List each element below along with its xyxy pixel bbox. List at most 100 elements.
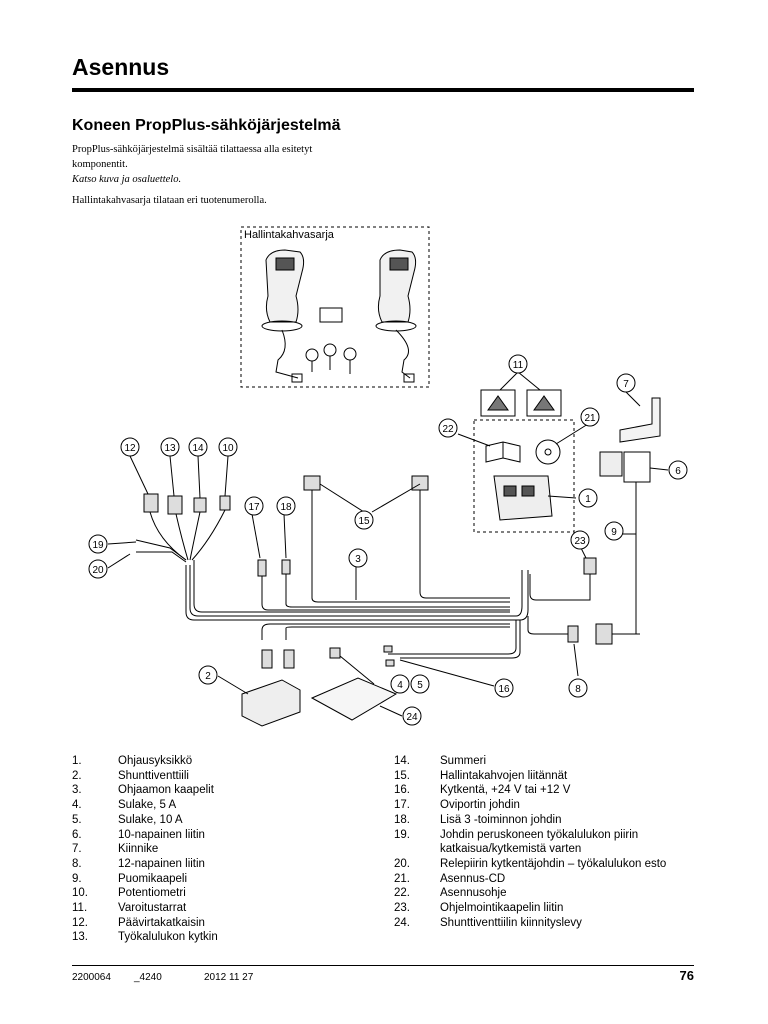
- section-title: Asennus: [72, 54, 170, 80]
- list-item: 8.12-napainen liitin: [72, 857, 205, 870]
- list-item: 17.Oviportin johdin: [394, 799, 520, 812]
- harness-main: [185, 565, 529, 621]
- intro-line-1: PropPlus-sähköjärjestelmä sisältää tilat…: [72, 144, 313, 155]
- list-item: 20.Relepiirin kytkentäjohdin – työkalulu…: [394, 857, 667, 870]
- svg-text:16: 16: [498, 684, 510, 695]
- callout-8: 8: [568, 678, 588, 698]
- callout-9: 9: [604, 521, 624, 541]
- control-unit: [493, 475, 553, 521]
- svg-text:23: 23: [574, 536, 586, 547]
- list-item: 6.10-napainen liitin: [72, 828, 205, 841]
- decal-1: [480, 389, 516, 417]
- footer-rule: [72, 965, 694, 966]
- svg-text:11: 11: [513, 360, 524, 371]
- svg-text:17: 17: [248, 502, 260, 513]
- list-item: 24.Shunttiventtiilin kiinnityslevy: [394, 916, 582, 929]
- callout-17: 17: [244, 496, 264, 516]
- joystick-right: [375, 249, 417, 383]
- svg-text:5: 5: [417, 680, 423, 691]
- callout-11: 11: [508, 354, 528, 374]
- control-kit-box: [473, 419, 575, 533]
- list-item: 13.Työkalulukon kytkin: [72, 931, 218, 944]
- list-item: 12.Päävirtakatkaisin: [72, 916, 205, 929]
- callout-4: 4: [390, 674, 410, 694]
- callout-1: 1: [578, 488, 598, 508]
- shunt-valve: [241, 679, 301, 727]
- svg-text:14: 14: [192, 443, 204, 454]
- callout-13: 13: [160, 437, 180, 457]
- list-item: 18.Lisä 3 -toiminnon johdin: [394, 813, 562, 826]
- page-number: 76: [679, 968, 694, 983]
- list-item: 11.Varoitustarrat: [72, 902, 187, 915]
- footer-date: 2012 11 27: [204, 972, 254, 983]
- callout-16: 16: [494, 678, 514, 698]
- joystick-left: [261, 249, 305, 383]
- svg-text:21: 21: [584, 413, 596, 424]
- callout-10: 10: [218, 437, 238, 457]
- svg-text:13: 13: [164, 443, 176, 454]
- list-item: 22.Asennusohje: [394, 887, 507, 900]
- svg-text:24: 24: [406, 712, 418, 723]
- joystick-connector-left: [303, 475, 321, 491]
- intro-line-2: komponentit.: [72, 159, 128, 170]
- callout-19: 19: [88, 534, 108, 554]
- kit-label: Hallintakahvasarja: [244, 229, 335, 241]
- bracket: [619, 397, 661, 443]
- svg-text:19: 19: [92, 540, 104, 551]
- wiring-diagram: Hallintakahvasarja 11 7 22 21 6 1 9 23 1…: [88, 226, 688, 727]
- title-rule: [72, 88, 694, 92]
- svg-text:7: 7: [623, 379, 629, 390]
- callout-21: 21: [580, 407, 600, 427]
- list-item: 7.Kiinnike: [72, 843, 159, 856]
- list-item: 16.Kytkentä, +24 V tai +12 V: [394, 784, 571, 797]
- list-item: 2.Shunttiventtiili: [72, 769, 189, 782]
- joystick-connector-right: [411, 475, 429, 491]
- callout-18: 18: [276, 496, 296, 516]
- svg-text:2: 2: [205, 671, 211, 682]
- subtitle: Koneen PropPlus-sähköjärjestelmä: [72, 117, 341, 134]
- list-item: 14.Summeri: [394, 755, 487, 767]
- joystick-mount: [305, 307, 357, 374]
- svg-text:9: 9: [611, 527, 617, 538]
- callouts: 11 7 22 21 6 1 9 23 12 13 14 10 17 18 15…: [88, 354, 688, 726]
- list-item: 10.Potentiometri: [72, 887, 186, 900]
- callout-12: 12: [120, 437, 140, 457]
- callout-23: 23: [570, 530, 590, 550]
- list-item: 3.Ohjaamon kaapelit: [72, 784, 214, 797]
- list-item: 21.Asennus-CD: [394, 872, 506, 885]
- callout-24: 24: [402, 706, 422, 726]
- svg-text:3: 3: [355, 554, 361, 565]
- footer-doc-code: _4240: [134, 972, 162, 983]
- callout-6: 6: [668, 460, 688, 480]
- callout-22: 22: [438, 418, 458, 438]
- svg-text:8: 8: [575, 684, 581, 695]
- intro-line-3: Hallintakahvasarja tilataan eri tuotenum…: [72, 195, 267, 206]
- list-item: 9.Puomikaapeli: [72, 872, 188, 885]
- list-item: 5.Sulake, 10 A: [72, 813, 183, 826]
- list-item: 15.Hallintakahvojen liitännät: [394, 769, 568, 782]
- callout-3: 3: [348, 548, 368, 568]
- svg-text:12: 12: [124, 443, 136, 454]
- connector-10pin: [623, 451, 651, 483]
- callout-7: 7: [616, 373, 636, 393]
- parts-list-left: 1.Ohjausyksikkö 2.Shunttiventtiili 3.Ohj…: [72, 754, 378, 945]
- svg-text:20: 20: [92, 565, 104, 576]
- list-item: 4.Sulake, 5 A: [72, 799, 177, 812]
- callout-20: 20: [88, 559, 108, 579]
- svg-text:4: 4: [397, 680, 403, 691]
- callout-5: 5: [410, 674, 430, 694]
- footer-doc-number: 2200064: [72, 972, 111, 983]
- callout-15: 15: [354, 510, 374, 530]
- svg-text:10: 10: [222, 443, 234, 454]
- decal-2: [526, 389, 562, 417]
- svg-text:15: 15: [358, 516, 370, 527]
- svg-text:1: 1: [585, 494, 591, 505]
- parts-list-right: 14.Summeri 15.Hallintakahvojen liitännät…: [394, 754, 740, 930]
- svg-text:22: 22: [442, 424, 454, 435]
- svg-text:18: 18: [280, 502, 292, 513]
- callout-2: 2: [198, 665, 218, 685]
- callout-14: 14: [188, 437, 208, 457]
- list-item: 1.Ohjausyksikkö: [72, 755, 193, 767]
- intro-italic: Katso kuva ja osaluettelo.: [72, 174, 182, 185]
- connector-12pin: [595, 623, 613, 645]
